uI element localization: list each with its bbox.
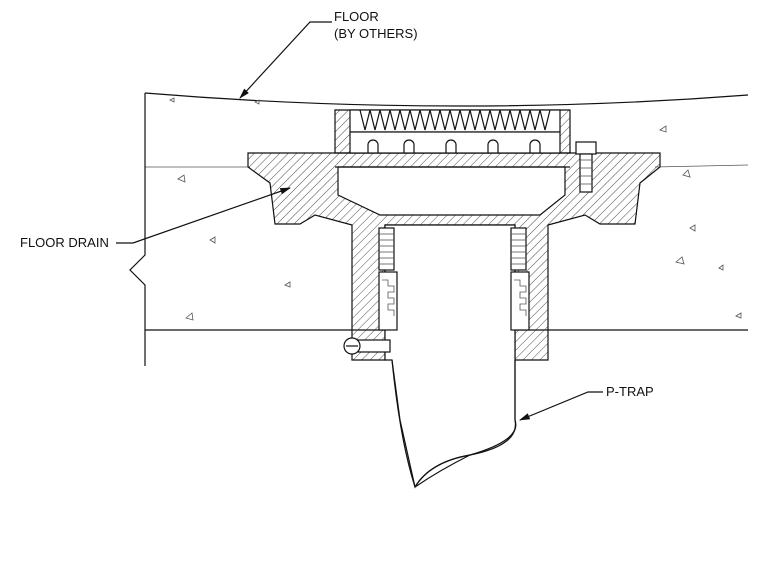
p-trap-leader — [519, 391, 603, 421]
floor-label-line1: FLOOR — [334, 9, 379, 24]
floor-label-line2: (BY OTHERS) — [334, 26, 418, 41]
p-trap-label: P-TRAP — [606, 384, 654, 399]
floor-drain-leader — [116, 187, 292, 244]
concrete-slab — [129, 92, 749, 366]
floor-leader — [239, 21, 332, 99]
floor-drain-body — [247, 109, 661, 361]
p-trap-pipe — [343, 224, 530, 489]
floor-drain-label: FLOOR DRAIN — [20, 235, 109, 250]
